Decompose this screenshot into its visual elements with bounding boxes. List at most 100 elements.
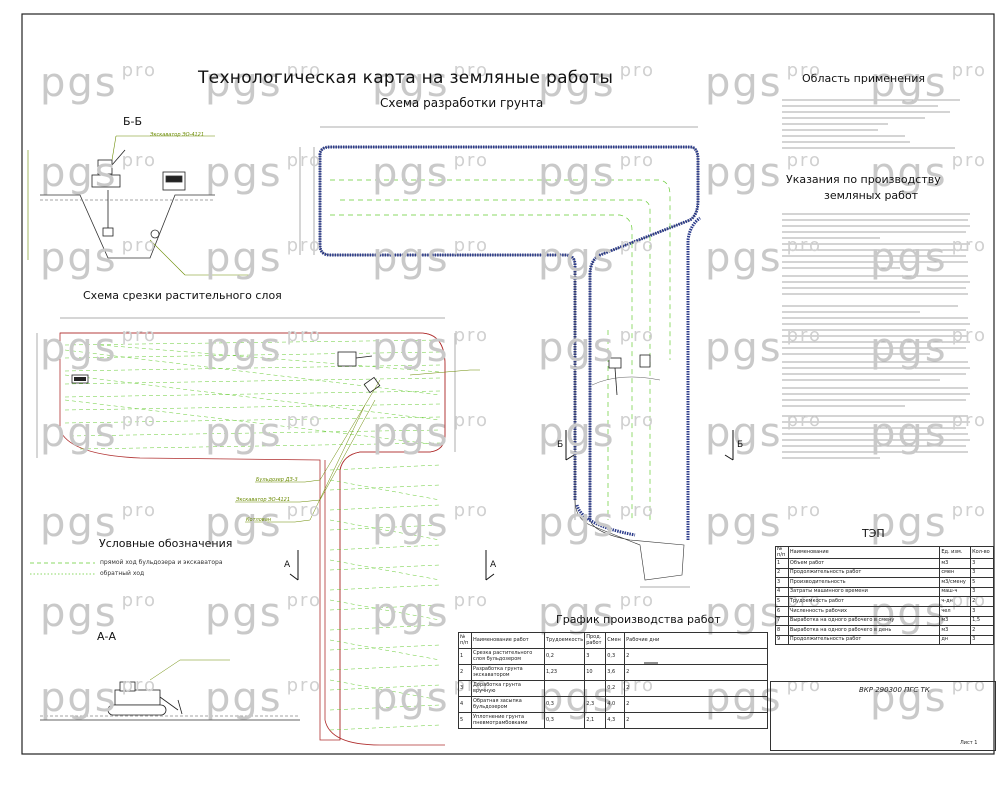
- table-cell: м3/смену: [939, 577, 972, 588]
- watermark-suffix: pro: [121, 60, 158, 81]
- watermark-brand: pgs: [205, 150, 283, 196]
- watermark-brand: pgs: [538, 500, 616, 546]
- table-header-cell: Трудоемкость: [543, 632, 586, 649]
- area-of-application-title: Область применения: [802, 72, 925, 85]
- watermark-suffix: pro: [619, 235, 656, 256]
- table-cell: 2: [970, 596, 994, 607]
- table-cell: 2: [970, 625, 994, 636]
- watermark-suffix: pro: [951, 675, 988, 696]
- watermark-suffix: pro: [951, 60, 988, 81]
- watermark-suffix: pro: [619, 60, 656, 81]
- table-cell: 1,5: [970, 615, 994, 627]
- table-cell: Доработка грунта вручную: [470, 680, 545, 697]
- watermark-brand: pgs: [372, 500, 450, 546]
- table-header-cell: Прод. работ: [584, 632, 607, 649]
- watermark-suffix: pro: [786, 410, 823, 431]
- table-cell: 2,3: [584, 696, 607, 713]
- table-cell: ч-дн: [939, 596, 972, 607]
- watermark-brand: pgs: [372, 410, 450, 456]
- table-cell: дн: [939, 634, 972, 646]
- watermark-brand: pgs: [40, 325, 118, 371]
- watermark-brand: pgs: [372, 150, 450, 196]
- table-cell: маш-ч: [939, 586, 972, 598]
- table-cell: Обратная засыпка бульдозером: [470, 696, 545, 713]
- table-cell: 1,23: [543, 664, 586, 681]
- area-text-lines: [782, 99, 960, 149]
- table-header-cell: Наименование: [787, 546, 941, 559]
- table-cell: 2: [624, 664, 768, 681]
- section-a-right: А: [490, 560, 497, 570]
- watermark-suffix: pro: [286, 235, 323, 256]
- watermark-brand: pgs: [372, 60, 450, 106]
- table-cell: 6: [775, 605, 789, 617]
- watermark-brand: pgs: [705, 325, 783, 371]
- watermark-suffix: pro: [286, 675, 323, 696]
- legend-forward-pass: прямой ход бульдозера и экскаватора: [100, 559, 223, 566]
- table-cell: 10: [584, 664, 607, 681]
- table-cell: 3: [970, 558, 994, 569]
- table-cell: Разработка грунта экскаватором: [470, 664, 545, 681]
- watermark-suffix: pro: [786, 235, 823, 256]
- watermark-brand: pgs: [870, 410, 948, 456]
- topsoil-stripping-plan: [36, 317, 480, 746]
- watermark-suffix: pro: [286, 590, 323, 611]
- table-cell: 5: [970, 577, 994, 588]
- table-cell: 8: [775, 625, 789, 636]
- watermark-brand: pgs: [538, 150, 616, 196]
- watermark-suffix: pro: [453, 500, 490, 521]
- watermark-brand: pgs: [538, 60, 616, 106]
- watermark-suffix: pro: [453, 60, 490, 81]
- watermark-brand: pgs: [870, 60, 948, 106]
- watermark-brand: pgs: [870, 675, 948, 721]
- table-cell: 0,2: [543, 648, 586, 665]
- table-cell: 5: [458, 712, 472, 729]
- watermark-suffix: pro: [453, 590, 490, 611]
- table-cell: Трудоемкость работ: [787, 596, 941, 607]
- watermark-brand: pgs: [205, 235, 283, 281]
- watermark-suffix: pro: [786, 325, 823, 346]
- excavation-plan: [299, 126, 701, 588]
- section-bb-drawing: [27, 135, 250, 276]
- callout-trench: Котлован: [246, 517, 272, 523]
- section-a-marks: [289, 550, 495, 581]
- watermark-brand: pgs: [205, 325, 283, 371]
- main-title: Технологическая карта на земляные работы: [198, 68, 614, 88]
- table-cell: 0,3: [543, 712, 586, 729]
- drawing-code: ВКР 290300 ПГС ТК: [859, 686, 930, 694]
- table-header-cell: Ед. изм.: [939, 546, 972, 559]
- instructions-title-line1: Указания по производству: [786, 173, 941, 186]
- watermark-brand: pgs: [705, 235, 783, 281]
- watermark-suffix: pro: [951, 325, 988, 346]
- watermark-suffix: pro: [619, 500, 656, 521]
- watermark-brand: pgs: [372, 590, 450, 636]
- section-bb-title: Б-Б: [123, 115, 143, 128]
- table-cell: м3: [939, 625, 972, 636]
- watermark-brand: pgs: [870, 235, 948, 281]
- watermark-suffix: pro: [121, 150, 158, 171]
- table-header-row: № п/п Наименование Ед. изм. Кол-во: [775, 546, 994, 559]
- callout-excavator-bb: Экскаватор ЭО-4121: [150, 132, 205, 138]
- table-header-cell: Наименование работ: [470, 632, 545, 649]
